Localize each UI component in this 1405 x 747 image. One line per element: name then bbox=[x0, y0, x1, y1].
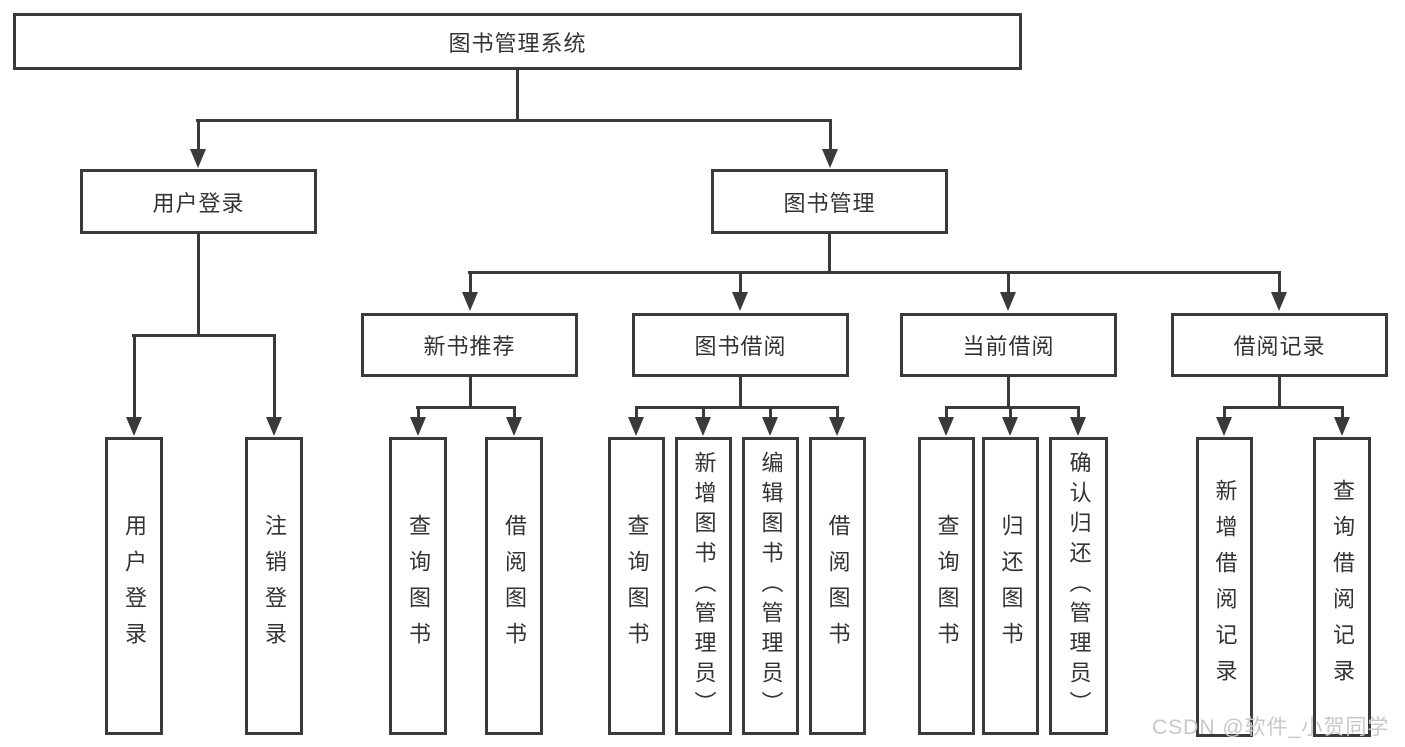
arrow-down-icon bbox=[1002, 417, 1018, 436]
edge-line bbox=[829, 119, 832, 152]
arrow-down-icon bbox=[1334, 417, 1350, 436]
leaf-cb-query-books-label: 查询图书 bbox=[934, 514, 960, 658]
arrow-down-icon bbox=[190, 149, 206, 168]
edge-root-stem bbox=[516, 70, 519, 122]
leaf-logout-label: 注销登录 bbox=[262, 514, 287, 658]
arrow-down-icon bbox=[266, 417, 282, 436]
node-current-borrow-label: 当前借阅 bbox=[962, 334, 1055, 359]
edge-line bbox=[133, 334, 136, 420]
edge-line bbox=[1341, 406, 1344, 420]
node-book-management: 图书管理 bbox=[711, 169, 948, 234]
leaf-nb-borrow-books: 借阅图书 bbox=[485, 437, 543, 735]
csdn-watermark: CSDN @软件_小贺同学 bbox=[1152, 716, 1390, 739]
edge-line bbox=[197, 119, 200, 152]
arrow-down-icon bbox=[732, 292, 748, 311]
edge-line bbox=[945, 406, 948, 420]
edge-line bbox=[513, 406, 516, 420]
edge-split bbox=[416, 406, 516, 409]
edge-line bbox=[836, 406, 839, 420]
arrow-down-icon bbox=[829, 417, 845, 436]
arrow-down-icon bbox=[410, 417, 426, 436]
edge-line bbox=[1278, 376, 1281, 409]
leaf-cb-query-books: 查询图书 bbox=[918, 437, 975, 735]
leaf-bb-query-books: 查询图书 bbox=[608, 437, 665, 735]
leaf-cb-confirm-return: 确认归还（管理员） bbox=[1049, 437, 1108, 735]
node-new-book-recommend: 新书推荐 bbox=[361, 313, 578, 377]
edge-line bbox=[417, 406, 420, 420]
arrow-down-icon bbox=[1000, 292, 1016, 311]
edge-line bbox=[469, 376, 472, 409]
edge-line bbox=[769, 406, 772, 420]
edge-line bbox=[1223, 406, 1226, 420]
leaf-nb-query-books: 查询图书 bbox=[389, 437, 447, 735]
node-root-label: 图书管理系统 bbox=[448, 30, 587, 56]
node-borrow-records: 借阅记录 bbox=[1171, 313, 1388, 377]
edge-line bbox=[702, 406, 705, 420]
leaf-br-add-record: 新增借阅记录 bbox=[1196, 437, 1253, 737]
leaf-bb-add-books: 新增图书（管理员） bbox=[675, 437, 732, 735]
arrow-down-icon bbox=[462, 292, 478, 311]
edge-split bbox=[468, 271, 1281, 274]
edge-split bbox=[635, 406, 838, 409]
edge-root-split bbox=[196, 119, 832, 122]
leaf-bb-edit-books: 编辑图书（管理员） bbox=[742, 437, 799, 735]
arrow-down-icon bbox=[695, 417, 711, 436]
arrow-down-icon bbox=[506, 417, 522, 436]
edge-split bbox=[945, 406, 1079, 409]
edge-line bbox=[739, 271, 742, 295]
edge-line bbox=[1009, 406, 1012, 420]
node-book-borrow-label: 图书借阅 bbox=[694, 334, 787, 359]
leaf-user-login-label: 用户登录 bbox=[122, 514, 147, 658]
leaf-nb-query-books-label: 查询图书 bbox=[406, 514, 431, 658]
edge-line bbox=[273, 334, 276, 420]
edge-line bbox=[197, 233, 200, 337]
arrow-down-icon bbox=[1271, 292, 1287, 311]
edge-line bbox=[635, 406, 638, 420]
leaf-user-login: 用户登录 bbox=[105, 437, 163, 735]
leaf-br-query-record-label: 查询借阅记录 bbox=[1330, 479, 1355, 695]
arrow-down-icon bbox=[1216, 417, 1232, 436]
arrow-down-icon bbox=[1070, 417, 1086, 436]
edge-line bbox=[1007, 376, 1010, 409]
node-book-borrow: 图书借阅 bbox=[632, 313, 849, 377]
node-root: 图书管理系统 bbox=[13, 13, 1022, 70]
arrow-down-icon bbox=[822, 149, 838, 168]
leaf-cb-return-books-label: 归还图书 bbox=[998, 514, 1024, 658]
node-user-login: 用户登录 bbox=[80, 169, 317, 234]
edge-line bbox=[1278, 271, 1281, 295]
edge-line bbox=[469, 271, 472, 295]
arrow-down-icon bbox=[938, 417, 954, 436]
leaf-bb-edit-books-label: 编辑图书（管理员） bbox=[758, 451, 784, 721]
edge-split bbox=[1223, 406, 1343, 409]
leaf-bb-add-books-label: 新增图书（管理员） bbox=[691, 451, 717, 721]
leaf-bb-query-books-label: 查询图书 bbox=[624, 514, 650, 658]
node-new-book-recommend-label: 新书推荐 bbox=[423, 334, 516, 359]
leaf-br-add-record-label: 新增借阅记录 bbox=[1212, 479, 1238, 695]
edge-line bbox=[828, 233, 831, 274]
arrow-down-icon bbox=[762, 417, 778, 436]
node-current-borrow: 当前借阅 bbox=[900, 313, 1117, 377]
node-user-login-label: 用户登录 bbox=[152, 190, 245, 216]
leaf-cb-confirm-return-label: 确认归还（管理员） bbox=[1066, 451, 1092, 721]
edge-line bbox=[739, 376, 742, 409]
leaf-bb-borrow-books-label: 借阅图书 bbox=[825, 514, 851, 658]
leaf-nb-borrow-books-label: 借阅图书 bbox=[502, 514, 527, 658]
leaf-br-query-record: 查询借阅记录 bbox=[1313, 437, 1371, 737]
arrow-down-icon bbox=[126, 417, 142, 436]
leaf-cb-return-books: 归还图书 bbox=[982, 437, 1039, 735]
leaf-bb-borrow-books: 借阅图书 bbox=[809, 437, 866, 735]
leaf-logout: 注销登录 bbox=[245, 437, 303, 735]
arrow-down-icon bbox=[628, 417, 644, 436]
edge-line bbox=[1007, 271, 1010, 295]
node-borrow-records-label: 借阅记录 bbox=[1233, 334, 1326, 359]
node-book-management-label: 图书管理 bbox=[783, 190, 876, 216]
edge-line bbox=[1077, 406, 1080, 420]
edge-split bbox=[132, 334, 276, 337]
